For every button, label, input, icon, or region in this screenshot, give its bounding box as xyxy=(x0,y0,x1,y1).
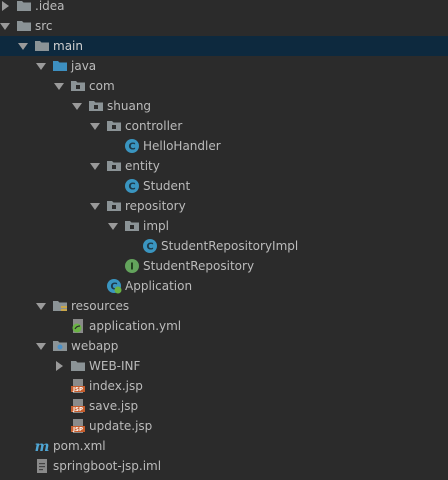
jsp-file-icon: JSP xyxy=(70,418,86,434)
tree-item-impl[interactable]: impl xyxy=(0,216,448,236)
tree-item-webapp[interactable]: webapp xyxy=(0,336,448,356)
tree-item-label: entity xyxy=(125,159,160,173)
tree-item-label: Student xyxy=(143,179,191,193)
chevron-down-icon[interactable] xyxy=(16,36,30,56)
chevron-down-icon[interactable] xyxy=(88,156,102,176)
tree-item-idea[interactable]: .idea xyxy=(0,0,448,16)
folder-icon xyxy=(16,0,32,14)
tree-item-update-jsp[interactable]: JSP update.jsp xyxy=(0,416,448,436)
tree-item-label: WEB-INF xyxy=(89,359,141,373)
svg-text:m: m xyxy=(35,439,50,454)
svg-text:JSP: JSP xyxy=(72,387,83,393)
tree-item-label: index.jsp xyxy=(89,379,143,393)
maven-icon: m xyxy=(34,438,50,455)
resources-folder-icon xyxy=(52,298,68,314)
tree-item-label: controller xyxy=(125,119,183,133)
tree-item-index-jsp[interactable]: JSP index.jsp xyxy=(0,376,448,396)
tree-item-shuang[interactable]: shuang xyxy=(0,96,448,116)
tree-item-label: StudentRepositoryImpl xyxy=(161,239,299,253)
svg-text:C: C xyxy=(110,282,117,293)
tree-item-label: springboot-jsp.iml xyxy=(53,459,162,473)
tree-item-label: resources xyxy=(71,299,130,313)
tree-item-application[interactable]: C Application xyxy=(0,276,448,296)
tree-item-main[interactable]: main xyxy=(0,36,448,56)
tree-item-label: StudentRepository xyxy=(143,259,255,273)
chevron-right-icon[interactable] xyxy=(0,0,12,16)
class-icon: C xyxy=(142,238,158,254)
tree-item-studentrepository[interactable]: I StudentRepository xyxy=(0,256,448,276)
tree-item-label: shuang xyxy=(107,99,152,113)
tree-item-label: Application xyxy=(125,279,193,293)
jsp-file-icon: JSP xyxy=(70,378,86,394)
package-icon xyxy=(88,98,104,114)
svg-text:C: C xyxy=(128,182,135,193)
tree-item-save-jsp[interactable]: JSP save.jsp xyxy=(0,396,448,416)
tree-item-entity[interactable]: entity xyxy=(0,156,448,176)
package-icon xyxy=(106,118,122,134)
package-icon xyxy=(106,158,122,174)
tree-item-java[interactable]: java xyxy=(0,56,448,76)
tree-item-label: com xyxy=(89,79,115,93)
spring-yml-icon xyxy=(70,318,86,334)
iml-file-icon xyxy=(34,458,50,474)
package-icon xyxy=(106,198,122,214)
source-folder-icon xyxy=(52,58,68,74)
chevron-right-icon[interactable] xyxy=(52,356,66,376)
folder-icon xyxy=(34,38,50,54)
tree-item-studentrepositoryimpl[interactable]: C StudentRepositoryImpl xyxy=(0,236,448,256)
svg-text:JSP: JSP xyxy=(72,407,83,413)
svg-text:C: C xyxy=(128,142,135,153)
tree-item-label: HelloHandler xyxy=(143,139,221,153)
chevron-down-icon[interactable] xyxy=(34,56,48,76)
tree-item-label: application.yml xyxy=(89,319,182,333)
svg-text:I: I xyxy=(130,262,134,273)
chevron-down-icon[interactable] xyxy=(34,296,48,316)
tree-item-resources[interactable]: resources xyxy=(0,296,448,316)
tree-item-label: repository xyxy=(125,199,186,213)
interface-icon: I xyxy=(124,258,140,274)
chevron-down-icon[interactable] xyxy=(52,76,66,96)
chevron-down-icon[interactable] xyxy=(88,196,102,216)
tree-item-student[interactable]: C Student xyxy=(0,176,448,196)
tree-item-web-inf[interactable]: WEB-INF xyxy=(0,356,448,376)
spring-boot-class-icon: C xyxy=(106,278,122,294)
class-icon: C xyxy=(124,178,140,194)
svg-text:JSP: JSP xyxy=(72,427,83,433)
tree-item-label: pom.xml xyxy=(53,439,106,453)
tree-item-src[interactable]: src xyxy=(0,16,448,36)
chevron-down-icon[interactable] xyxy=(34,336,48,356)
chevron-down-icon[interactable] xyxy=(88,116,102,136)
chevron-down-icon[interactable] xyxy=(106,216,120,236)
class-icon: C xyxy=(124,138,140,154)
chevron-down-icon[interactable] xyxy=(70,96,84,116)
tree-item-repository[interactable]: repository xyxy=(0,196,448,216)
tree-item-application-yml[interactable]: application.yml xyxy=(0,316,448,336)
package-icon xyxy=(124,218,140,234)
tree-item-label: webapp xyxy=(71,339,119,353)
tree-item-label: src xyxy=(35,19,53,33)
tree-item-label: update.jsp xyxy=(89,419,153,433)
tree-item-hellohandler[interactable]: C HelloHandler xyxy=(0,136,448,156)
web-folder-icon xyxy=(52,338,68,354)
tree-item-controller[interactable]: controller xyxy=(0,116,448,136)
package-icon xyxy=(70,78,86,94)
chevron-down-icon[interactable] xyxy=(0,16,12,36)
svg-text:C: C xyxy=(146,242,153,253)
tree-item-label: impl xyxy=(143,219,169,233)
tree-item-label: .idea xyxy=(35,0,65,13)
tree-item-label: main xyxy=(53,39,83,53)
tree-item-label: java xyxy=(71,59,97,73)
folder-icon xyxy=(16,18,32,34)
folder-icon xyxy=(70,358,86,374)
jsp-file-icon: JSP xyxy=(70,398,86,414)
tree-item-com[interactable]: com xyxy=(0,76,448,96)
tree-item-springboot-jsp-iml[interactable]: springboot-jsp.iml xyxy=(0,456,448,476)
tree-item-label: save.jsp xyxy=(89,399,139,413)
